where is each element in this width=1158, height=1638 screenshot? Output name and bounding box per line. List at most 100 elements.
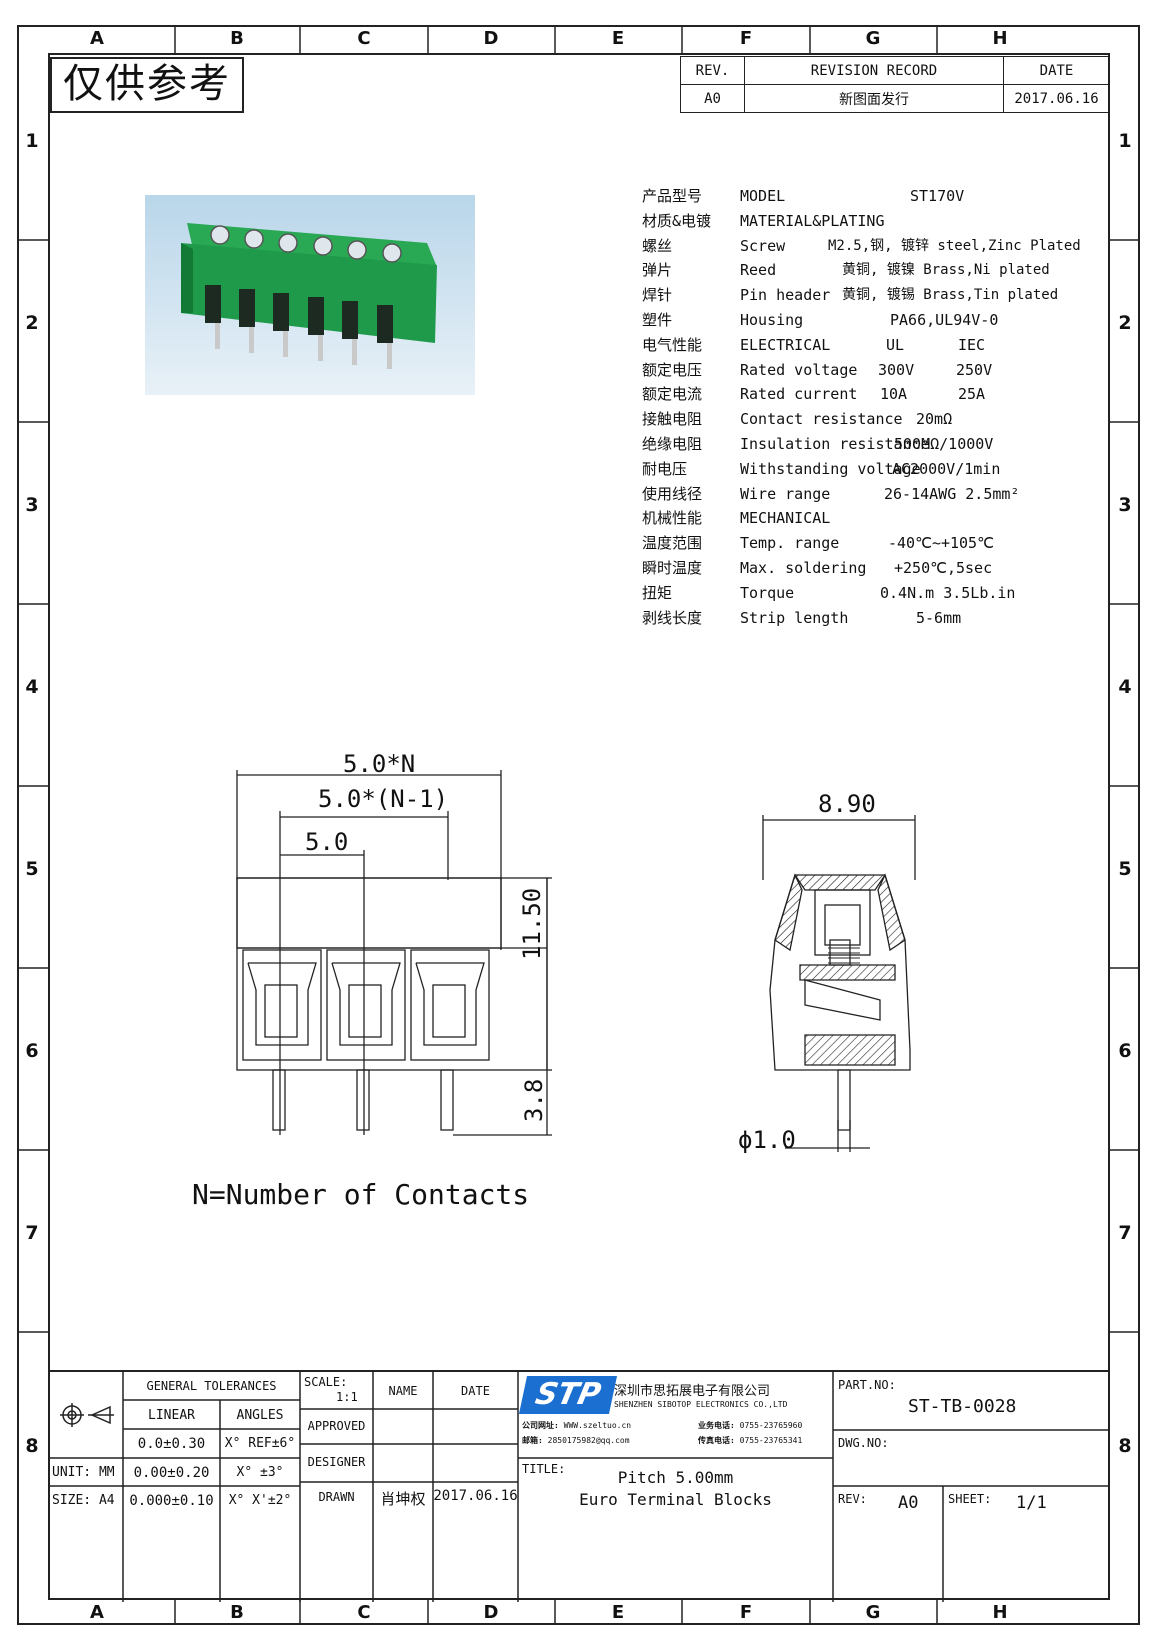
- angle-tol-3: X° X'±2°: [228, 1493, 292, 1508]
- side-view-drawing: [762, 815, 916, 1152]
- size-label: SIZE: A4: [52, 1493, 115, 1508]
- date-header: DATE: [461, 1384, 490, 1398]
- zone-letter-top: B: [230, 28, 244, 49]
- scale-value: 1:1: [336, 1390, 358, 1404]
- zone-number-right: 2: [1118, 312, 1132, 334]
- title-label: TITLE:: [522, 1462, 566, 1476]
- rev-header: REV.: [680, 56, 745, 85]
- drawn-label: DRAWN: [318, 1490, 355, 1504]
- zone-number-right: 1: [1118, 130, 1132, 152]
- revision-record-value: 新图面发行: [744, 84, 1004, 113]
- zone-number-right: 8: [1118, 1435, 1132, 1457]
- part-no-label: PART.NO:: [838, 1378, 896, 1392]
- zone-letter-bottom: D: [483, 1602, 499, 1623]
- zone-letter-bottom: H: [992, 1602, 1008, 1623]
- rev-value: A0: [680, 84, 745, 113]
- rev-label: REV:: [838, 1492, 867, 1506]
- zone-letter-top: F: [739, 28, 753, 49]
- zone-number-left: 4: [25, 676, 39, 698]
- drawn-name: 肖坤权: [380, 1490, 426, 1508]
- inner-frame: [48, 53, 1110, 1600]
- dim-body-height: 11.50: [518, 887, 546, 960]
- linear-tol-1: 0.0±0.30: [137, 1436, 206, 1452]
- date-value: 2017.06.16: [1003, 84, 1110, 113]
- zone-letter-top: C: [357, 28, 371, 49]
- zone-letter-bottom: E: [611, 1602, 625, 1623]
- zone-number-left: 8: [25, 1435, 39, 1457]
- dim-pitch: 5.0: [305, 828, 349, 856]
- dim-total-width: 5.0*N: [343, 750, 416, 778]
- general-tolerances: GENERAL TOLERANCES: [146, 1379, 277, 1393]
- zone-number-right: 3: [1118, 494, 1132, 516]
- zone-letter-bottom: C: [357, 1602, 371, 1623]
- dwg-no-label: DWG.NO:: [838, 1436, 889, 1450]
- outer-frame: [17, 25, 1140, 1625]
- name-header: NAME: [388, 1384, 418, 1398]
- zone-number-right: 7: [1118, 1222, 1132, 1244]
- title-block-grid: [48, 1372, 1110, 1602]
- angle-tol-2: X° ±3°: [236, 1465, 284, 1480]
- zone-number-left: 7: [25, 1222, 39, 1244]
- drawn-date: 2017.06.16: [433, 1488, 518, 1504]
- front-view-drawing: [236, 770, 552, 1136]
- zone-number-left: 1: [25, 130, 39, 152]
- linear-tol-2: 0.00±0.20: [133, 1465, 210, 1481]
- revision-table: REV. REVISION RECORD DATE A0 新图面发行 2017.…: [680, 56, 1110, 113]
- contact-phone: 业务电话: 0755-23765960: [698, 1421, 803, 1430]
- dim-span: 5.0*(N-1): [318, 785, 449, 813]
- dim-pin-length: 3.8: [520, 1078, 548, 1122]
- part-no-value: ST-TB-0028: [908, 1396, 1017, 1417]
- zone-letter-top: G: [865, 28, 881, 49]
- revision-record-header: REVISION RECORD: [744, 56, 1004, 85]
- zone-letter-bottom: A: [90, 1602, 104, 1623]
- reference-only-stamp: 仅供参考: [50, 57, 244, 113]
- zone-number-left: 2: [25, 312, 39, 334]
- approved-label: APPROVED: [307, 1419, 366, 1433]
- zone-letter-bottom: G: [865, 1602, 881, 1623]
- angles-header: ANGLES: [236, 1408, 284, 1423]
- zone-number-left: 5: [25, 858, 39, 880]
- zone-number-left: 6: [25, 1040, 39, 1062]
- product-photo: [145, 195, 475, 395]
- scale-label: SCALE:: [304, 1375, 348, 1389]
- zone-letter-bottom: F: [739, 1602, 753, 1623]
- designer-label: DESIGNER: [307, 1455, 366, 1469]
- contacts-note: N=Number of Contacts: [192, 1178, 530, 1211]
- dim-side-width: 8.90: [818, 790, 876, 818]
- dim-pin-diameter: ϕ1.0: [738, 1126, 796, 1154]
- zone-letter-top: E: [611, 28, 625, 49]
- sheet-label: SHEET:: [948, 1492, 992, 1506]
- zone-number-left: 3: [25, 494, 39, 516]
- zone-number-right: 6: [1118, 1040, 1132, 1062]
- angle-tol-1: X° REF±6°: [224, 1436, 296, 1451]
- title-line-2: Euro Terminal Blocks: [579, 1490, 772, 1509]
- zone-letter-top: D: [483, 28, 499, 49]
- sheet-value: 1/1: [1016, 1493, 1047, 1513]
- contact-mail: 邮箱: 2850175982@qq.com: [522, 1436, 630, 1445]
- contact-web: 公司网址: WWW.szeltuo.cn: [522, 1421, 632, 1430]
- date-header: DATE: [1003, 56, 1110, 85]
- zone-letter-bottom: B: [230, 1602, 244, 1623]
- zone-number-right: 5: [1118, 858, 1132, 880]
- rev-value: A0: [898, 1493, 919, 1513]
- zone-number-right: 4: [1118, 676, 1132, 698]
